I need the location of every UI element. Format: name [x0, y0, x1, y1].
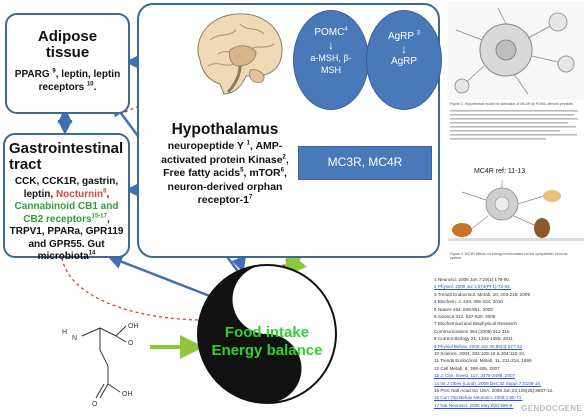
reference-item[interactable]: 9 Physiol Behav. 2006 Jun 30;88(3):227-3… — [434, 343, 523, 349]
figure-caption-1: Figure 2. Hypothetical model for activat… — [450, 102, 575, 106]
gi-nocturnin: Nocturnin — [55, 188, 104, 200]
pomc-ref: 4 — [344, 26, 348, 33]
gi-tract-box: Gastrointestinal tract CCK, CCK1R, gastr… — [3, 133, 130, 262]
pomc-down-arrow: ↓ — [328, 38, 334, 52]
hypothalamus-text-a: neuropeptide Y — [167, 140, 247, 152]
hypothalamus-text-e: , neuron-derived orphan receptor-1 — [167, 167, 287, 206]
reference-item[interactable]: 14 Int J Obes (Lond). 2008 Dec;32 Suppl … — [434, 380, 542, 386]
hypothalamus-ref-d: 6 — [280, 167, 284, 174]
adipose-ref-2: 10 — [86, 81, 94, 88]
reference-item: 4 Biochem. J. 428, 305-324, 2010 — [434, 299, 503, 305]
adipose-text-pre: PPARG — [14, 69, 53, 80]
gi-cannabinoid: Cannabinoid CB1 and CB2 receptors — [14, 201, 119, 225]
adipose-title: Adipose tissue — [37, 28, 98, 61]
adipose-text-end: . — [93, 81, 97, 93]
yinyang-line-2: Energy balance — [211, 342, 323, 359]
pomc-product: a-MSH, β-MSH — [310, 53, 352, 75]
arrow-gi-yinyang — [107, 254, 225, 304]
hypothalamus-ref-e: 7 — [249, 194, 253, 201]
reference-item: 10 Science. 2004, 304:108-10 & 304:110-1… — [434, 351, 526, 356]
figure-caption-2: Figure 3. MC4R effects on energy homeost… — [450, 252, 568, 260]
atom-o-1: O — [128, 340, 134, 347]
hypothalamus-text-c: , Free fatty acids — [163, 153, 289, 180]
amino-acid-structure: H N OH O OH O — [62, 323, 139, 408]
gi-title: Gastrointestinal tract — [9, 140, 124, 173]
mc4r-ref-label: MC4R ref: 11-13 — [474, 168, 526, 175]
reference-item: 5 Nature 454, 846-851, 2008 — [434, 306, 493, 312]
yinyang-label: Food intake Energy balance — [207, 324, 327, 360]
adipose-body: PPARG 9, leptin, leptin receptors 10. — [13, 69, 122, 94]
agrp-label: AgRP — [387, 31, 417, 42]
agrp-ref: 3 — [416, 30, 421, 37]
mc4r-sympathetic-figure — [448, 180, 584, 241]
gi-cannabinoid-ref: 15-17 — [91, 213, 107, 220]
reference-item: 11 Trends Endocrinol. Metab. 11, 211-216… — [434, 358, 532, 364]
reference-item: 12 Cell Metab. 6, 398-405, 2007 — [434, 365, 500, 371]
watermark: GENDOCGENE — [521, 404, 582, 413]
gi-body: CCK, CCK1R, gastrin, leptin, Nocturnin8,… — [9, 176, 124, 263]
reference-item[interactable]: 2 Physiol. 2006 Jul 1;574(Pt 1):73-83. — [434, 284, 511, 290]
pomc-circle: POMC4 ↓ a-MSH, β-MSH — [293, 10, 369, 110]
atom-h: H — [62, 329, 67, 336]
atom-oh-2: OH — [122, 391, 133, 398]
mc4r-model-figure — [448, 2, 584, 100]
atom-o-2: O — [92, 401, 98, 408]
reference-item[interactable]: 17 Nat Neurosci. 2005 May;8(5):585-9. — [434, 402, 514, 408]
adipose-ref-1: 9 — [52, 68, 56, 75]
hypothalamus-body: neuropeptide Y 1, AMP-activated protein … — [150, 140, 300, 208]
atom-n: N — [72, 335, 77, 342]
reference-item: 8 Current Biology 21, 1342-1355, 2011 — [434, 336, 513, 342]
hypothalamus-ref-b: 2 — [282, 154, 286, 160]
yin-yang-symbol — [197, 264, 337, 404]
hypothalamus-ref-a: 1 — [246, 140, 251, 147]
agrp-circle: AgRP 3 ↓ AgRP — [366, 10, 442, 110]
figure-text-block — [450, 110, 578, 140]
adipose-text-mid: , leptin, leptin receptors — [38, 69, 121, 93]
reference-item: 1 Neurosci. 2005 Jan 7;29(1):179-90. — [434, 277, 511, 282]
reference-item: Communications 384 (2009) 311-315 — [434, 328, 510, 334]
yinyang-line-1: Food intake — [224, 324, 310, 341]
reference-item: 3 Trends Endocrinol. Metab. 20, 203-215,… — [434, 291, 531, 297]
reference-item: 15 Proc Natl Acad Sci USA. 2008 Jun 24;1… — [434, 388, 554, 393]
gi-text-a: CCK, CCK1R, gastrin, leptin, — [14, 176, 119, 200]
agrp-down-arrow: ↓ — [401, 42, 407, 56]
mc3r-mc4r-box: MC3R, MC4R — [298, 146, 432, 180]
hypothalamus-ref-c: 5 — [240, 167, 244, 174]
reference-item[interactable]: 13 J. Clin. Invest. 117, 3475-3488, 2007 — [434, 373, 516, 379]
reference-item: 7 Biochemical and Biophysical Research — [434, 321, 517, 327]
reference-item: 6 Science 312, 927-930, 2006 — [434, 314, 496, 319]
hypothalamus-title: Hypothalamus — [171, 121, 279, 138]
reference-item[interactable]: 16 Curr Top Behav Neurosci. 2009;1:55-71… — [434, 395, 523, 401]
hypothalamus-text-b: , AMP-activated protein Kinase — [161, 140, 283, 166]
agrp-product: AgRP — [390, 56, 418, 67]
gi-nocturnin-ref: 8 — [103, 188, 107, 195]
brain-illustration — [197, 13, 283, 95]
adipose-box: Adipose tissue PPARG 9, leptin, leptin r… — [5, 13, 130, 114]
pomc-label: POMC — [314, 27, 345, 38]
atom-oh-1: OH — [128, 323, 139, 330]
right-figure-panel: Figure 2. Hypothetical model for activat… — [444, 0, 588, 417]
gi-text-b-ref: 14 — [88, 250, 96, 257]
gi-text-b: , TRPV1, PPARa, GPR119 and GPR55. Gut mi… — [9, 213, 124, 263]
hypothalamus-text-d: , mTOR — [243, 167, 281, 179]
